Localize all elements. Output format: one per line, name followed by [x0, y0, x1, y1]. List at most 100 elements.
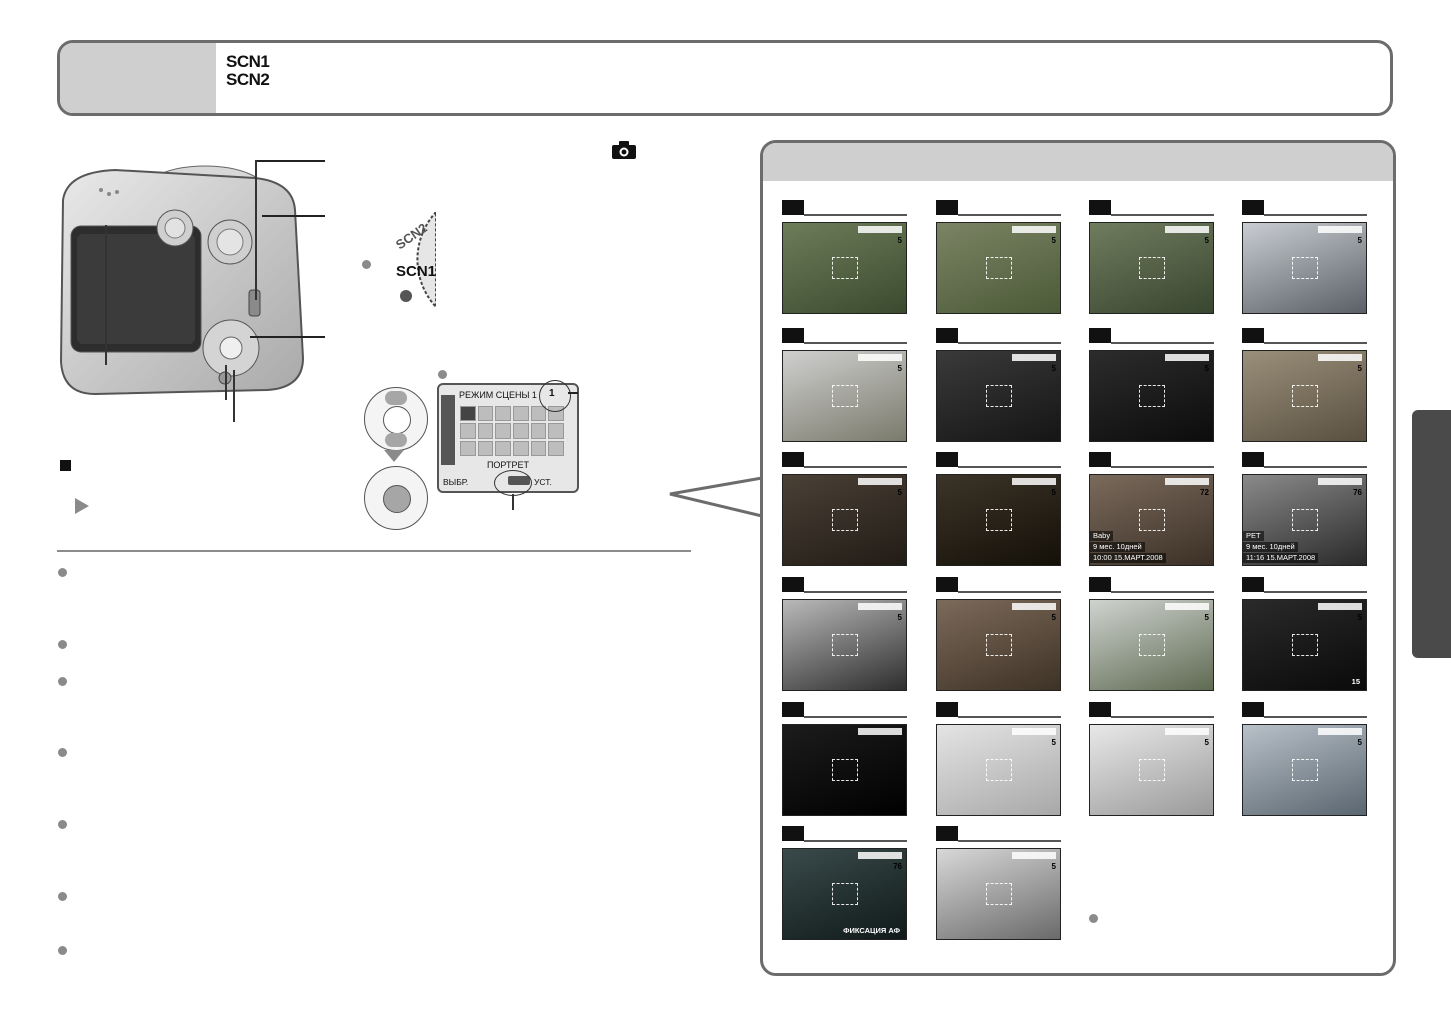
af-frame	[1138, 257, 1165, 279]
af-frame	[1291, 509, 1318, 531]
osd-status-bar	[1165, 603, 1209, 610]
thumbnail-label-rule	[1264, 466, 1367, 468]
scene-thumbnail: 5	[936, 222, 1061, 314]
panel-note-bullet	[1089, 914, 1098, 923]
af-frame	[1138, 759, 1165, 781]
beach-icon	[936, 702, 958, 717]
af-frame	[985, 634, 1012, 656]
menu-cell[interactable]	[513, 440, 529, 456]
osd-status-bar	[1012, 728, 1056, 735]
remaining-shots: 5	[1051, 488, 1056, 497]
camera-illustration	[59, 165, 305, 396]
menu-cell[interactable]	[477, 423, 494, 439]
menu-cell[interactable]	[495, 406, 511, 422]
osd-status-bar	[858, 478, 902, 485]
thumbnail-label-rule	[958, 342, 1061, 344]
scene-thumbnail: 5	[936, 474, 1061, 566]
cursor-pad-menu-set[interactable]	[364, 466, 428, 530]
menu-side-tabs	[441, 395, 455, 465]
cursor-up-button[interactable]	[385, 391, 407, 405]
scene-mode-codes: SCN1 SCN2	[226, 53, 270, 89]
thumbnail-label-rule	[1111, 716, 1214, 718]
menu-cell[interactable]	[477, 406, 494, 422]
scene-thumbnail: 5	[1089, 724, 1214, 816]
osd-status-bar	[858, 852, 902, 859]
osd-status-bar	[1165, 226, 1209, 233]
remaining-shots: 5	[897, 613, 902, 622]
code-scn2: SCN2	[226, 70, 270, 89]
menu-cell[interactable]	[477, 440, 494, 456]
menu-set-button[interactable]	[383, 485, 411, 513]
menu-cell-portrait[interactable]	[460, 406, 476, 422]
menu-cell[interactable]	[548, 423, 564, 439]
chapter-side-tab	[1412, 410, 1451, 658]
menu-cell[interactable]	[460, 440, 476, 456]
cursor-pad-up-down[interactable]	[364, 387, 428, 451]
arrow-down-icon	[384, 450, 404, 462]
menu-cell[interactable]	[530, 423, 547, 439]
square-bullet	[60, 460, 71, 471]
scenery-icon	[1242, 200, 1264, 215]
callout-vertical-5	[512, 494, 514, 510]
caption-age: 9 мес. 10дней	[1090, 542, 1145, 552]
remaining-shots: 5	[1051, 364, 1056, 373]
menu-cell[interactable]	[513, 406, 529, 422]
menu-cell[interactable]	[495, 440, 511, 456]
remaining-shots: 5	[1051, 862, 1056, 871]
high-speed-burst-icon	[936, 826, 958, 841]
thumbnail-label-rule	[958, 591, 1061, 593]
menu-scene-grid[interactable]	[460, 406, 564, 456]
af-frame	[985, 385, 1012, 407]
menu-selected-scene: ПОРТРЕТ	[486, 460, 530, 470]
osd-status-bar	[1012, 852, 1056, 859]
remaining-shots: 5	[1204, 364, 1209, 373]
osd-status-bar	[858, 226, 902, 233]
menu-cell[interactable]	[513, 423, 529, 439]
step-bullet-2	[438, 370, 447, 379]
scene-thumbnail: 5	[936, 599, 1061, 691]
osd-status-bar	[858, 603, 902, 610]
osd-status-bar	[1318, 226, 1362, 233]
callout-line-4	[568, 392, 578, 394]
osd-status-bar	[1318, 728, 1362, 735]
scene-thumbnail: 5	[936, 724, 1061, 816]
af-frame	[1291, 759, 1318, 781]
af-frame	[1291, 385, 1318, 407]
callout-vertical-1	[255, 160, 257, 300]
night-scenery-icon	[1089, 328, 1111, 343]
self-portrait-icon	[1089, 200, 1111, 215]
menu-cell[interactable]	[530, 440, 547, 456]
party-icon	[782, 452, 804, 467]
portrait-icon	[782, 200, 804, 215]
osd-status-bar	[1318, 478, 1362, 485]
menu-cell[interactable]	[548, 440, 564, 456]
page-header: SCN1 SCN2	[57, 40, 1393, 116]
remaining-shots: 5	[897, 364, 902, 373]
page-indicator-highlight	[539, 380, 571, 412]
scene-thumbnail: 5	[1242, 222, 1367, 314]
remaining-shots: 5	[1357, 236, 1362, 245]
camera-mode-icon	[612, 141, 636, 159]
menu-cell[interactable]	[495, 423, 511, 439]
af-frame	[1291, 634, 1318, 656]
scene-thumbnail: 5	[1242, 350, 1367, 442]
menu-title: РЕЖИМ СЦЕНЫ 1	[459, 390, 537, 400]
note-bullet	[58, 820, 67, 829]
sunset-icon	[782, 577, 804, 592]
af-frame	[985, 509, 1012, 531]
mode-dial[interactable]: SCN1 SCN2	[370, 212, 436, 307]
note-bullet	[58, 892, 67, 901]
thumbnail-label-rule	[1111, 591, 1214, 593]
menu-cell[interactable]	[530, 406, 547, 422]
step-bullet-1	[362, 260, 371, 269]
af-frame	[831, 759, 858, 781]
remaining-shots: 72	[1200, 488, 1209, 497]
candle-light-icon	[936, 452, 958, 467]
cursor-down-button[interactable]	[385, 433, 407, 447]
menu-cell[interactable]	[460, 423, 476, 439]
aerial-photo-icon	[1242, 702, 1264, 717]
remaining-shots: 5	[1357, 364, 1362, 373]
remaining-shots: 5	[1204, 613, 1209, 622]
food-icon	[1242, 328, 1264, 343]
